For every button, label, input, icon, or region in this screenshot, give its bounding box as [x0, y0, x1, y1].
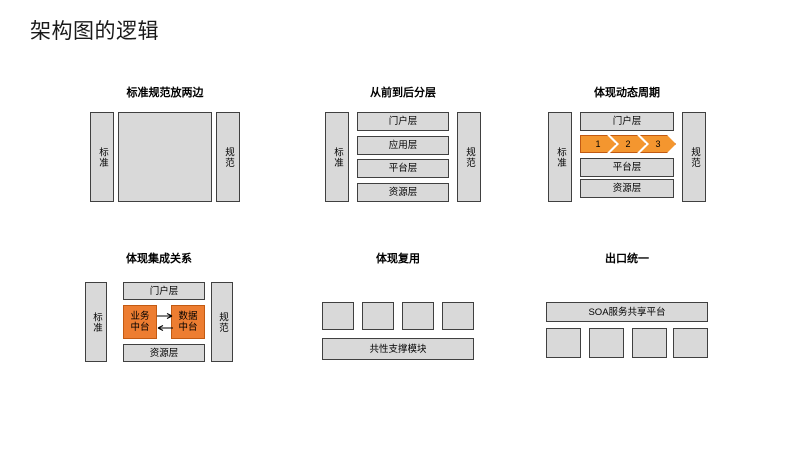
cycle-step-2[interactable]: 2 — [610, 135, 646, 153]
panel-unified-exit: 出口统一 SOA服务共享平台 — [546, 252, 708, 362]
panel-dynamic-cycle: 体现动态周期 标准 门户层 1 2 3 平台层 资源层 规范 — [548, 86, 706, 206]
exit-box-4[interactable] — [673, 328, 708, 358]
bidirectional-arrows-icon — [157, 313, 173, 331]
exit-box-2[interactable] — [589, 328, 624, 358]
left-pillar-standard[interactable]: 标准 — [85, 282, 107, 362]
right-pillar-specification[interactable]: 规范 — [457, 112, 481, 202]
right-pillar-specification[interactable]: 规范 — [682, 112, 706, 202]
mid-platform-data-line1: 数据 — [178, 311, 198, 322]
exit-box-1[interactable] — [546, 328, 581, 358]
layer-box-resource[interactable]: 资源层 — [357, 183, 449, 202]
mid-platform-business-line1: 业务 — [130, 311, 150, 322]
cycle-step-1[interactable]: 1 — [580, 135, 616, 153]
soa-shared-platform-box[interactable]: SOA服务共享平台 — [546, 302, 708, 322]
panel-integration-relationship: 体现集成关系 标准 门户层 业务 中台 数据 中台 资源层 规范 — [85, 252, 233, 382]
panel-reuse: 体现复用 共性支撑模块 — [322, 252, 474, 362]
layer-box-platform[interactable]: 平台层 — [580, 158, 674, 177]
panel-title: 出口统一 — [605, 253, 649, 265]
right-pillar-specification[interactable]: 规范 — [211, 282, 233, 362]
panel-title: 体现复用 — [376, 253, 420, 265]
left-pillar-standard[interactable]: 标准 — [90, 112, 114, 202]
layer-box-portal[interactable]: 门户层 — [123, 282, 205, 300]
layer-box-application[interactable]: 应用层 — [357, 136, 449, 155]
mid-platform-data-line2: 中台 — [178, 322, 198, 333]
shared-support-module-box[interactable]: 共性支撑模块 — [322, 338, 474, 360]
layer-box-portal[interactable]: 门户层 — [580, 112, 674, 131]
reuse-app-box-4[interactable] — [442, 302, 474, 330]
mid-platform-business[interactable]: 业务 中台 — [123, 305, 157, 339]
left-pillar-standard[interactable]: 标准 — [325, 112, 349, 202]
right-pillar-specification[interactable]: 规范 — [216, 112, 240, 202]
layer-box-platform[interactable]: 平台层 — [357, 159, 449, 178]
mid-platform-data[interactable]: 数据 中台 — [171, 305, 205, 339]
reuse-app-box-3[interactable] — [402, 302, 434, 330]
layer-box-portal[interactable]: 门户层 — [357, 112, 449, 131]
reuse-app-box-1[interactable] — [322, 302, 354, 330]
panel-front-to-back-layering: 从前到后分层 标准 门户层 应用层 平台层 资源层 规范 — [325, 86, 481, 206]
panel-title: 体现集成关系 — [126, 253, 192, 265]
exit-box-3[interactable] — [632, 328, 667, 358]
panel-title: 标准规范放两边 — [126, 87, 204, 99]
page-title: 架构图的逻辑 — [30, 20, 159, 43]
left-pillar-standard[interactable]: 标准 — [548, 112, 572, 202]
mid-platform-business-line2: 中台 — [130, 322, 150, 333]
layer-box-resource[interactable]: 资源层 — [580, 179, 674, 198]
center-content-box[interactable] — [118, 112, 212, 202]
reuse-app-box-2[interactable] — [362, 302, 394, 330]
layer-box-resource[interactable]: 资源层 — [123, 344, 205, 362]
panel-standards-on-both-sides: 标准规范放两边 标准 规范 — [90, 86, 240, 206]
panel-title: 体现动态周期 — [594, 87, 660, 99]
panel-title: 从前到后分层 — [370, 87, 436, 99]
